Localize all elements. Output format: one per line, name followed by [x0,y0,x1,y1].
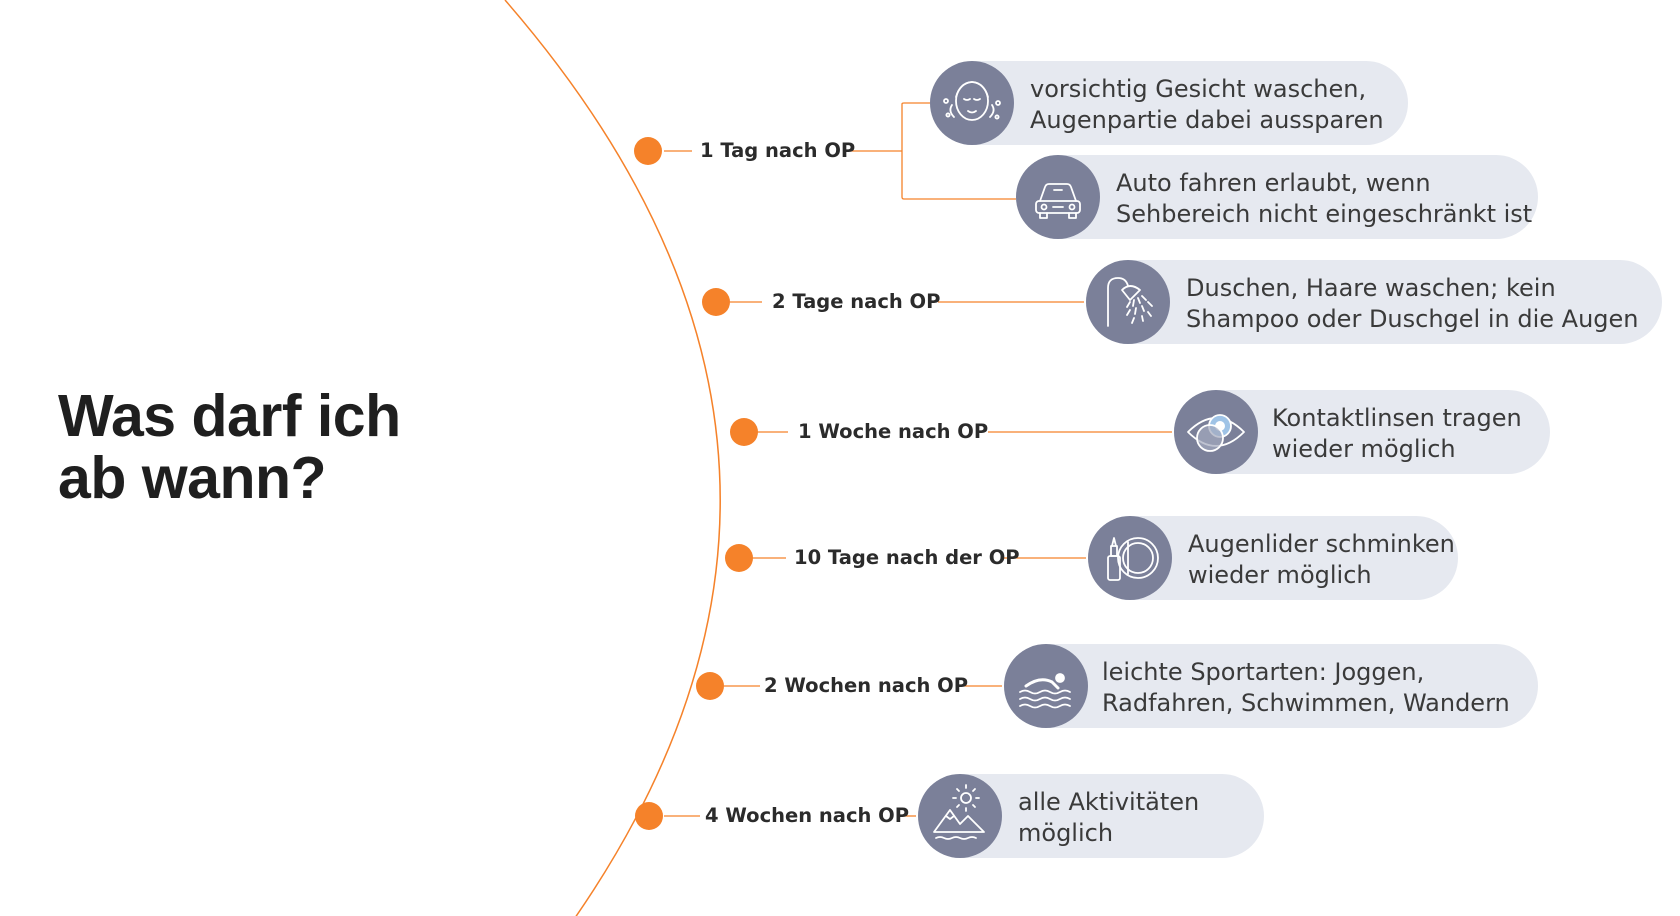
face-washing-icon [930,61,1014,145]
activity-text-line: möglich [1018,819,1114,847]
activity-card: leichte Sportarten: Joggen, Radfahren, S… [1004,644,1538,728]
activity-text-line: Sehbereich nicht eingeschränkt ist [1116,200,1533,228]
milestone-label: 2 Wochen nach OP [764,674,969,697]
page-title: Was darf ich ab wann? [58,385,401,509]
activity-text: Auto fahren erlaubt, wenn Sehbereich nic… [1116,168,1532,230]
activity-text-line: wieder möglich [1188,561,1372,589]
activity-text-line: alle Aktivitäten [1018,788,1200,816]
milestone-label: 10 Tage nach der OP [794,546,1020,569]
swimmer-icon [1004,644,1088,728]
activity-text-line: Augenpartie dabei aussparen [1030,106,1384,134]
activity-text-line: Shampoo oder Duschgel in die Augen [1186,305,1639,333]
timeline-arc [504,0,721,916]
activity-card: Augenlider schminken wieder möglich [1088,516,1458,600]
milestone-dot [730,418,758,446]
milestone-label: 4 Wochen nach OP [705,804,910,827]
activity-text-line: leichte Sportarten: Joggen, [1102,658,1425,686]
activity-text: leichte Sportarten: Joggen, Radfahren, S… [1102,657,1510,719]
activity-text-line: vorsichtig Gesicht waschen, [1030,75,1367,103]
activity-text: alle Aktivitäten möglich [1018,787,1199,849]
eye-contact-lens-icon [1174,390,1258,474]
shower-icon [1086,260,1170,344]
activity-text-line: wieder möglich [1272,435,1456,463]
activity-card: Duschen, Haare waschen; kein Shampoo ode… [1086,260,1662,344]
activity-card: Auto fahren erlaubt, wenn Sehbereich nic… [1016,155,1538,239]
milestone-dot [702,288,730,316]
car-icon [1016,155,1100,239]
milestone-label: 2 Tage nach OP [772,290,941,313]
activity-card: vorsichtig Gesicht waschen, Augenpartie … [930,61,1408,145]
milestone-label: 1 Woche nach OP [798,420,989,443]
milestone-label: 1 Tag nach OP [700,139,856,162]
activity-text-line: Duschen, Haare waschen; kein [1186,274,1556,302]
activity-text-line: Kontaktlinsen tragen [1272,404,1522,432]
activity-text: Kontaktlinsen tragen wieder möglich [1272,403,1522,465]
makeup-icon [1088,516,1172,600]
activity-text: vorsichtig Gesicht waschen, Augenpartie … [1030,74,1384,136]
activity-text-line: Auto fahren erlaubt, wenn [1116,169,1431,197]
mountains-sun-icon [918,774,1002,858]
connector-1-branch [850,102,1016,200]
title-line-2: ab wann? [58,445,327,511]
milestone-dot [635,802,663,830]
activity-text-line: Radfahren, Schwimmen, Wandern [1102,689,1510,717]
milestone-dot [634,137,662,165]
activity-text-line: Augenlider schminken [1188,530,1455,558]
milestone-dot [725,544,753,572]
activity-text: Augenlider schminken wieder möglich [1188,529,1455,591]
activity-text: Duschen, Haare waschen; kein Shampoo ode… [1186,273,1638,335]
milestone-dot [696,672,724,700]
title-line-1: Was darf ich [58,383,401,449]
activity-card: Kontaktlinsen tragen wieder möglich [1174,390,1550,474]
activity-card: alle Aktivitäten möglich [918,774,1264,858]
